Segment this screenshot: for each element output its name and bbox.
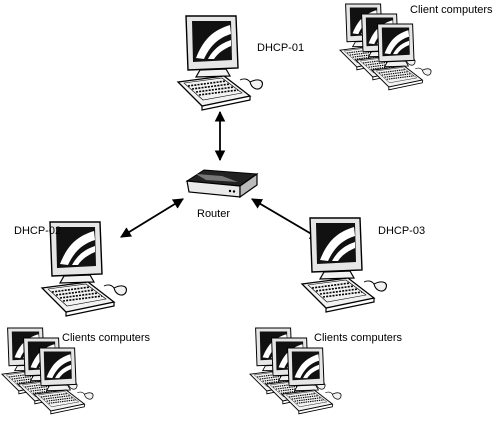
client-group-bottom-left-label: Clients computers	[62, 332, 151, 344]
client-group-bottom-left: Clients computers	[2, 328, 151, 414]
dhcp01-label: DHCP-01	[257, 42, 304, 54]
link-router-dhcp02	[120, 198, 184, 238]
router: Router	[185, 169, 259, 220]
client-group-bottom-right: Clients computers	[250, 328, 403, 414]
client-group-top-right-label: Client computers	[410, 4, 493, 16]
client-group-top-right: Client computers	[340, 4, 493, 90]
router-icon	[185, 169, 259, 199]
dhcp02-server: DHCP-02	[14, 221, 128, 317]
link-router-dhcp03	[251, 198, 321, 240]
dhcp01-server: DHCP-01	[177, 15, 304, 111]
dhcp03-server: DHCP-03	[301, 217, 425, 313]
desktop-computer-icon	[177, 15, 264, 111]
desktop-computer-icon	[301, 217, 388, 313]
computer-group-icon	[340, 4, 431, 90]
router-label: Router	[197, 208, 230, 220]
dhcp02-label: DHCP-02	[14, 225, 61, 237]
client-group-bottom-right-label: Clients computers	[314, 332, 403, 344]
dhcp03-label: DHCP-03	[378, 225, 425, 237]
